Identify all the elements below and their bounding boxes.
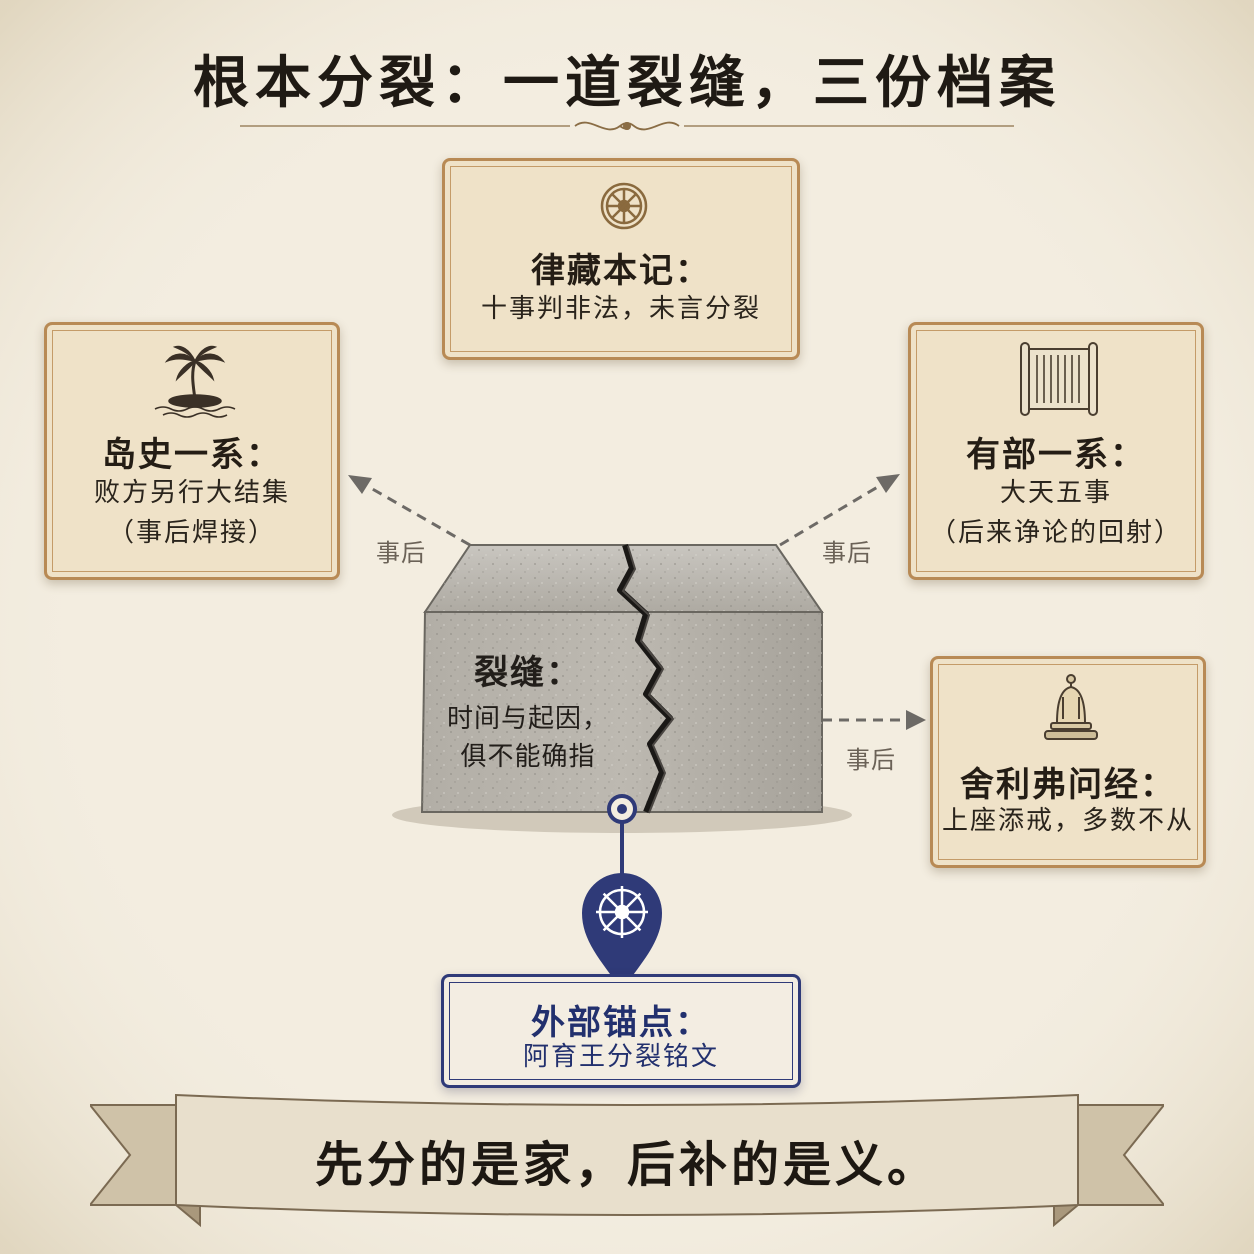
anchor-pin bbox=[582, 794, 662, 990]
motto: 先分的是家，后补的是义。 bbox=[314, 1137, 939, 1193]
card-sarvastivada: 有部一系： 大天五事 （后来诤论的回射） bbox=[908, 322, 1204, 580]
dharma-wheel-icon bbox=[600, 182, 648, 230]
card-island: 岛史一系： 败方另行大结集 （事后焊接） bbox=[44, 322, 340, 580]
card-anchor-line-1: 阿育王分裂铭文 bbox=[522, 1042, 719, 1072]
card-sutra-line-1: 上座添戒，多数不从 bbox=[941, 806, 1194, 836]
arrow-head-left bbox=[348, 475, 372, 494]
card-sutra-title: 舍利弗问经： bbox=[960, 765, 1176, 805]
card-island-line-1: 败方另行大结集 bbox=[93, 478, 290, 508]
card-island-title: 岛史一系： bbox=[102, 435, 282, 475]
crack-line-2: 俱不能确指 bbox=[460, 742, 596, 772]
arrow-to-sarva bbox=[779, 480, 887, 547]
bell-icon bbox=[1044, 674, 1098, 740]
crack-line-1: 时间与起因， bbox=[446, 704, 609, 734]
palm-island-icon bbox=[154, 345, 236, 418]
card-vinaya-title: 律藏本记： bbox=[531, 251, 711, 291]
arrow-label-left: 事后 bbox=[376, 539, 426, 567]
arrow-label-lower-right: 事后 bbox=[846, 746, 896, 774]
card-sutra: 舍利弗问经： 上座添戒，多数不从 bbox=[930, 656, 1206, 868]
card-sarvastivada-line-1: 大天五事 bbox=[999, 478, 1112, 508]
card-anchor-title: 外部锚点： bbox=[531, 1003, 711, 1043]
card-anchor: 外部锚点： 阿育王分裂铭文 bbox=[441, 974, 801, 1088]
crack-title: 裂缝： bbox=[474, 653, 582, 693]
title-divider-ornament bbox=[240, 121, 1014, 131]
card-sarvastivada-line-2: （后来诤论的回射） bbox=[929, 518, 1182, 548]
arrow-label-right: 事后 bbox=[822, 539, 872, 567]
scroll-icon bbox=[1020, 342, 1098, 416]
card-sarvastivada-title: 有部一系： bbox=[966, 435, 1146, 475]
card-island-line-2: （事后焊接） bbox=[107, 518, 276, 548]
card-vinaya-line-1: 十事判非法，未言分裂 bbox=[480, 294, 761, 324]
ribbon-banner bbox=[90, 1093, 1164, 1228]
crack-label: 裂缝： 时间与起因， 俱不能确指 bbox=[432, 645, 624, 776]
arrow-head-lower-right bbox=[906, 710, 926, 730]
page-title: 根本分裂：一道裂缝，三份档案 bbox=[193, 50, 1061, 116]
arrow-head-right bbox=[876, 474, 900, 493]
card-vinaya: 律藏本记： 十事判非法，未言分裂 bbox=[442, 158, 800, 360]
dharma-wheel-pin-icon bbox=[596, 886, 648, 938]
arrow-to-island bbox=[361, 481, 471, 547]
